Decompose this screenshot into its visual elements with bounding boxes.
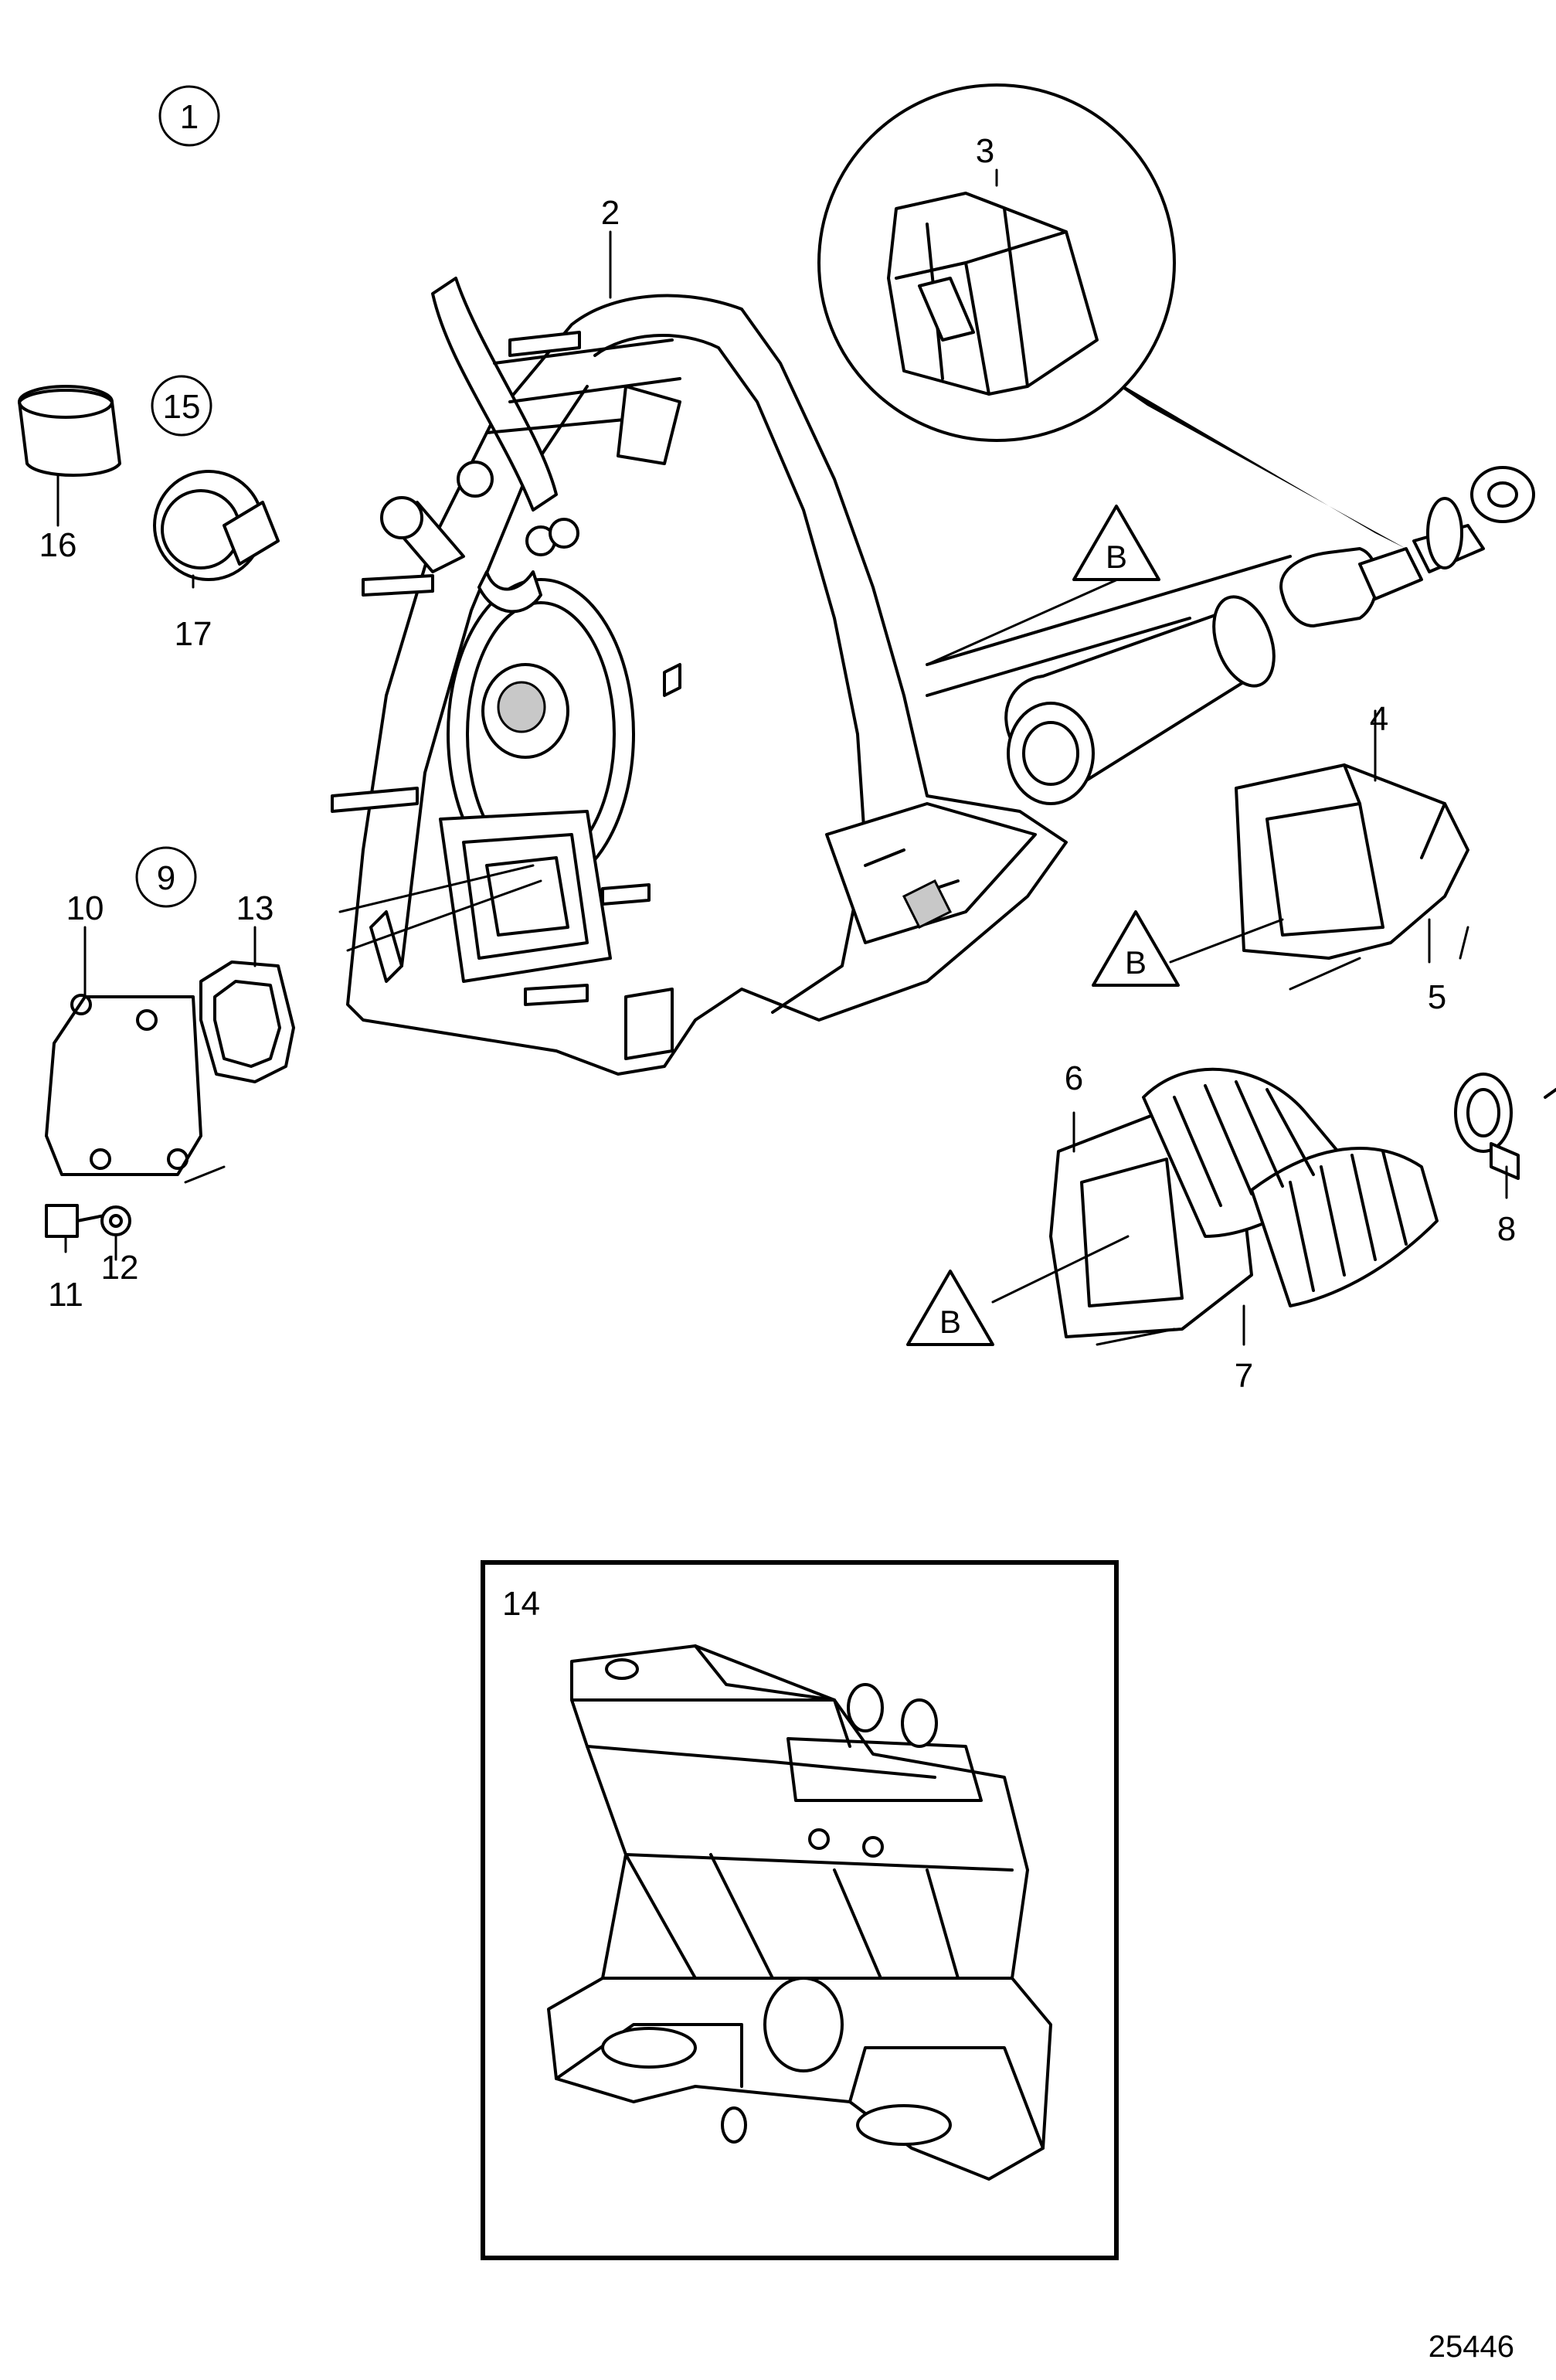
callout-12: 12	[101, 1249, 139, 1287]
shaft	[926, 555, 1292, 697]
reference-marker-b-2-label: B	[1125, 944, 1147, 981]
reference-marker-b-1: B	[1072, 505, 1160, 581]
callout-6: 6	[1065, 1059, 1083, 1097]
callout-17: 17	[175, 615, 212, 653]
callout-4: 4	[1370, 700, 1388, 738]
callout-13: 13	[236, 889, 274, 927]
callout-11: 11	[48, 1276, 83, 1314]
callout-15: 15	[151, 375, 212, 437]
callout-15-label: 15	[163, 388, 201, 426]
inset-part-14: 14	[481, 1560, 1119, 2260]
part-10-cover	[45, 994, 202, 1176]
callout-14: 14	[502, 1585, 540, 1623]
callout-16: 16	[39, 526, 77, 564]
leader-lines	[56, 168, 1508, 1346]
magnify-wedge	[1085, 363, 1406, 549]
callout-3: 3	[976, 132, 994, 170]
reference-marker-b-2: B	[1092, 910, 1180, 987]
cylinder-assembly	[1004, 466, 1535, 805]
callout-10: 10	[66, 889, 104, 927]
callout-9: 9	[135, 846, 197, 908]
callout-9-label: 9	[157, 859, 175, 897]
reference-marker-b-3-label: B	[939, 1304, 961, 1340]
drawing-number: 25446	[1429, 2330, 1514, 2364]
part-16-cap	[18, 385, 121, 477]
part-6-bellows	[1049, 1067, 1439, 1338]
part-17-hose-clamp	[153, 470, 280, 581]
callout-7: 7	[1235, 1357, 1253, 1395]
part-13-gasket	[199, 960, 295, 1083]
part-8-clamp	[1454, 1073, 1556, 1180]
reference-marker-b-1-label: B	[1106, 539, 1127, 575]
callout-5: 5	[1428, 978, 1446, 1016]
drive-housing	[331, 277, 1068, 1076]
part-4-duct	[1235, 763, 1469, 960]
callout-1-label: 1	[180, 98, 199, 136]
callout-2: 2	[601, 194, 620, 232]
detail-3-bushing	[817, 83, 1176, 442]
callout-1: 1	[158, 85, 220, 147]
reference-marker-b-3: B	[906, 1270, 994, 1346]
bracket-drawing	[547, 1644, 1052, 2181]
part-12-washer	[100, 1205, 131, 1236]
callout-8: 8	[1497, 1210, 1516, 1248]
